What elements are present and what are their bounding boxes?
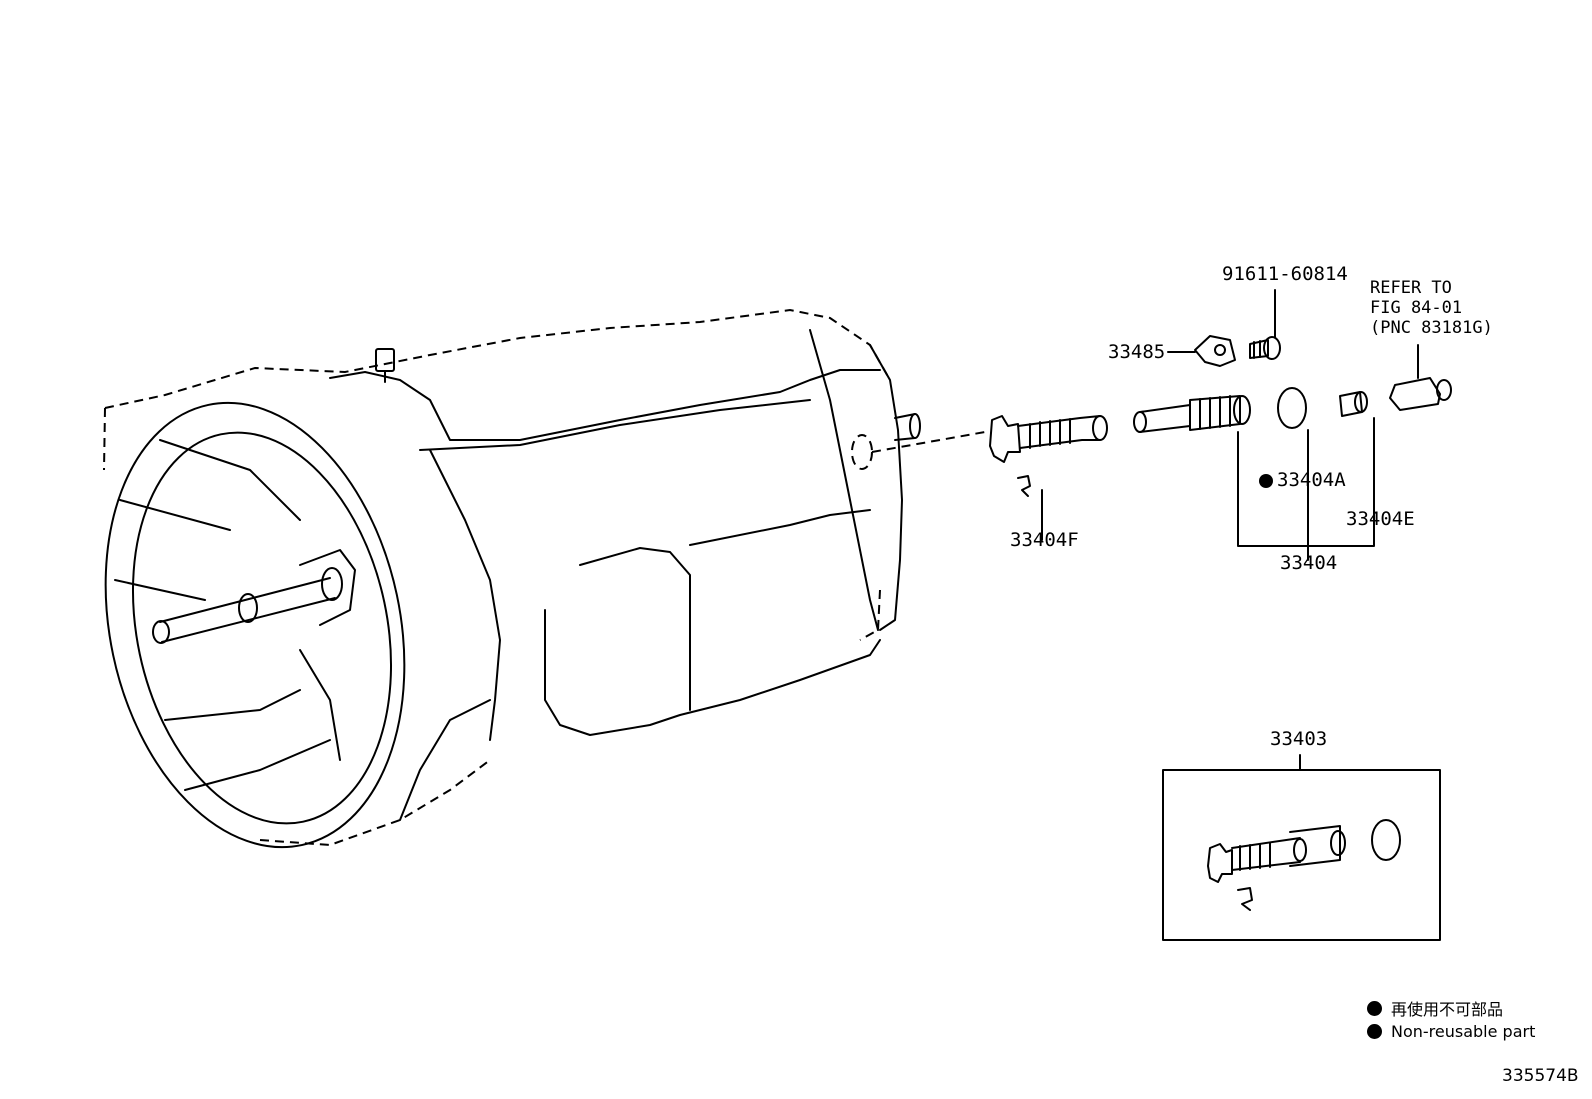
refer-note: REFER TO FIG 84-01 (PNC 83181G)	[1370, 278, 1493, 338]
callout-bracket: 33485	[1108, 341, 1166, 363]
small-seal	[1339, 391, 1368, 417]
assembly-bracket-lines	[1041, 417, 1375, 561]
transmission-housing	[103, 308, 986, 849]
callout-bolt: 91611-60814	[1222, 263, 1348, 285]
kit-box	[1162, 754, 1441, 941]
figure-id: 335574B	[1502, 1066, 1579, 1086]
o-ring	[1277, 387, 1307, 429]
bracket-and-bolt	[1167, 289, 1281, 367]
speedometer-sleeve	[1133, 395, 1251, 433]
speed-sensor	[1389, 344, 1452, 411]
callout-o-ring: 33404A	[1259, 471, 1346, 490]
callout-sleeve-seal: 33404E	[1346, 508, 1415, 530]
legend-jp: 再使用不可部品	[1367, 996, 1503, 1020]
non-reusable-dot-icon	[1367, 1024, 1382, 1039]
callout-o-ring-text: 33404A	[1277, 469, 1346, 491]
legend-jp-text: 再使用不可部品	[1391, 1000, 1504, 1019]
legend-en-text: Non-reusable part	[1391, 1022, 1536, 1041]
non-reusable-marker-icon	[1259, 473, 1273, 488]
driven-gear-shaft	[989, 415, 1108, 497]
callout-assembly: 33404	[1280, 552, 1338, 574]
non-reusable-dot-icon	[1367, 1000, 1382, 1016]
callout-kit: 33403	[1270, 728, 1328, 750]
callout-clip: 33404F	[1010, 529, 1079, 551]
legend-en: Non-reusable part	[1367, 1022, 1535, 1041]
